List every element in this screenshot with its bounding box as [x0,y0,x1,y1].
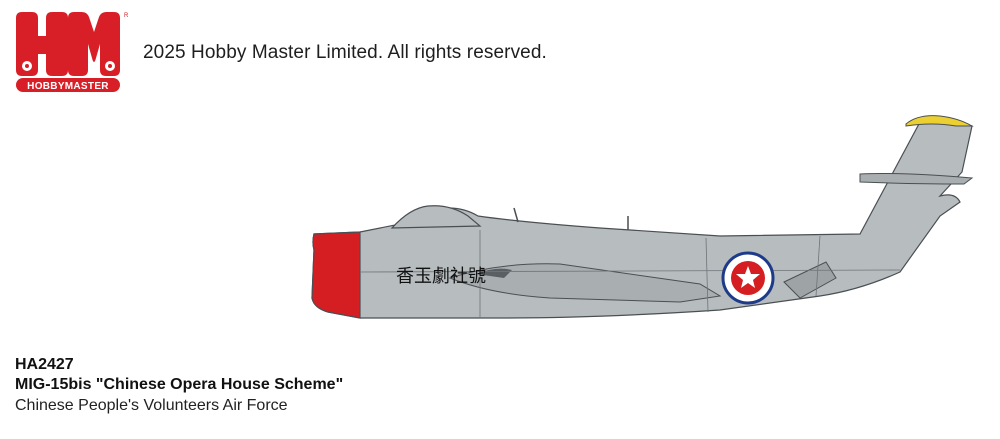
logo-letter-h [16,12,68,76]
gear-icon [105,61,115,71]
product-operator: Chinese People's Volunteers Air Force [15,397,288,414]
red-star-roundel-icon [721,251,775,305]
gear-icon [22,61,32,71]
product-model: MIG-15bis "Chinese Opera House Scheme" [15,376,344,393]
panel-lines [359,230,901,318]
product-code: HA2427 [15,356,74,373]
wing [448,263,722,303]
logo-registered-mark: R [124,13,128,19]
fin-tip [905,115,974,127]
logo-wordmark: HOBBYMASTER [27,81,109,92]
nose-inscription: 香玉劇社號 [396,266,486,287]
copyright-notice: 2025 Hobby Master Limited. All rights re… [143,42,547,63]
red-nose [311,231,361,319]
product-caption: HA2427 MIG-15bis "Chinese Opera House Sc… [15,357,343,414]
logo-banner [16,78,120,92]
wing-root [476,268,512,278]
airbrake [783,261,837,299]
horizontal-stabilizer [859,173,974,185]
antenna [513,207,519,223]
hobby-master-logo: R HOBBYMASTER [16,12,128,92]
canopy [390,205,482,229]
logo-letter-m [68,12,120,76]
aircraft-profile-illustration: 香玉劇社號 [311,115,974,319]
